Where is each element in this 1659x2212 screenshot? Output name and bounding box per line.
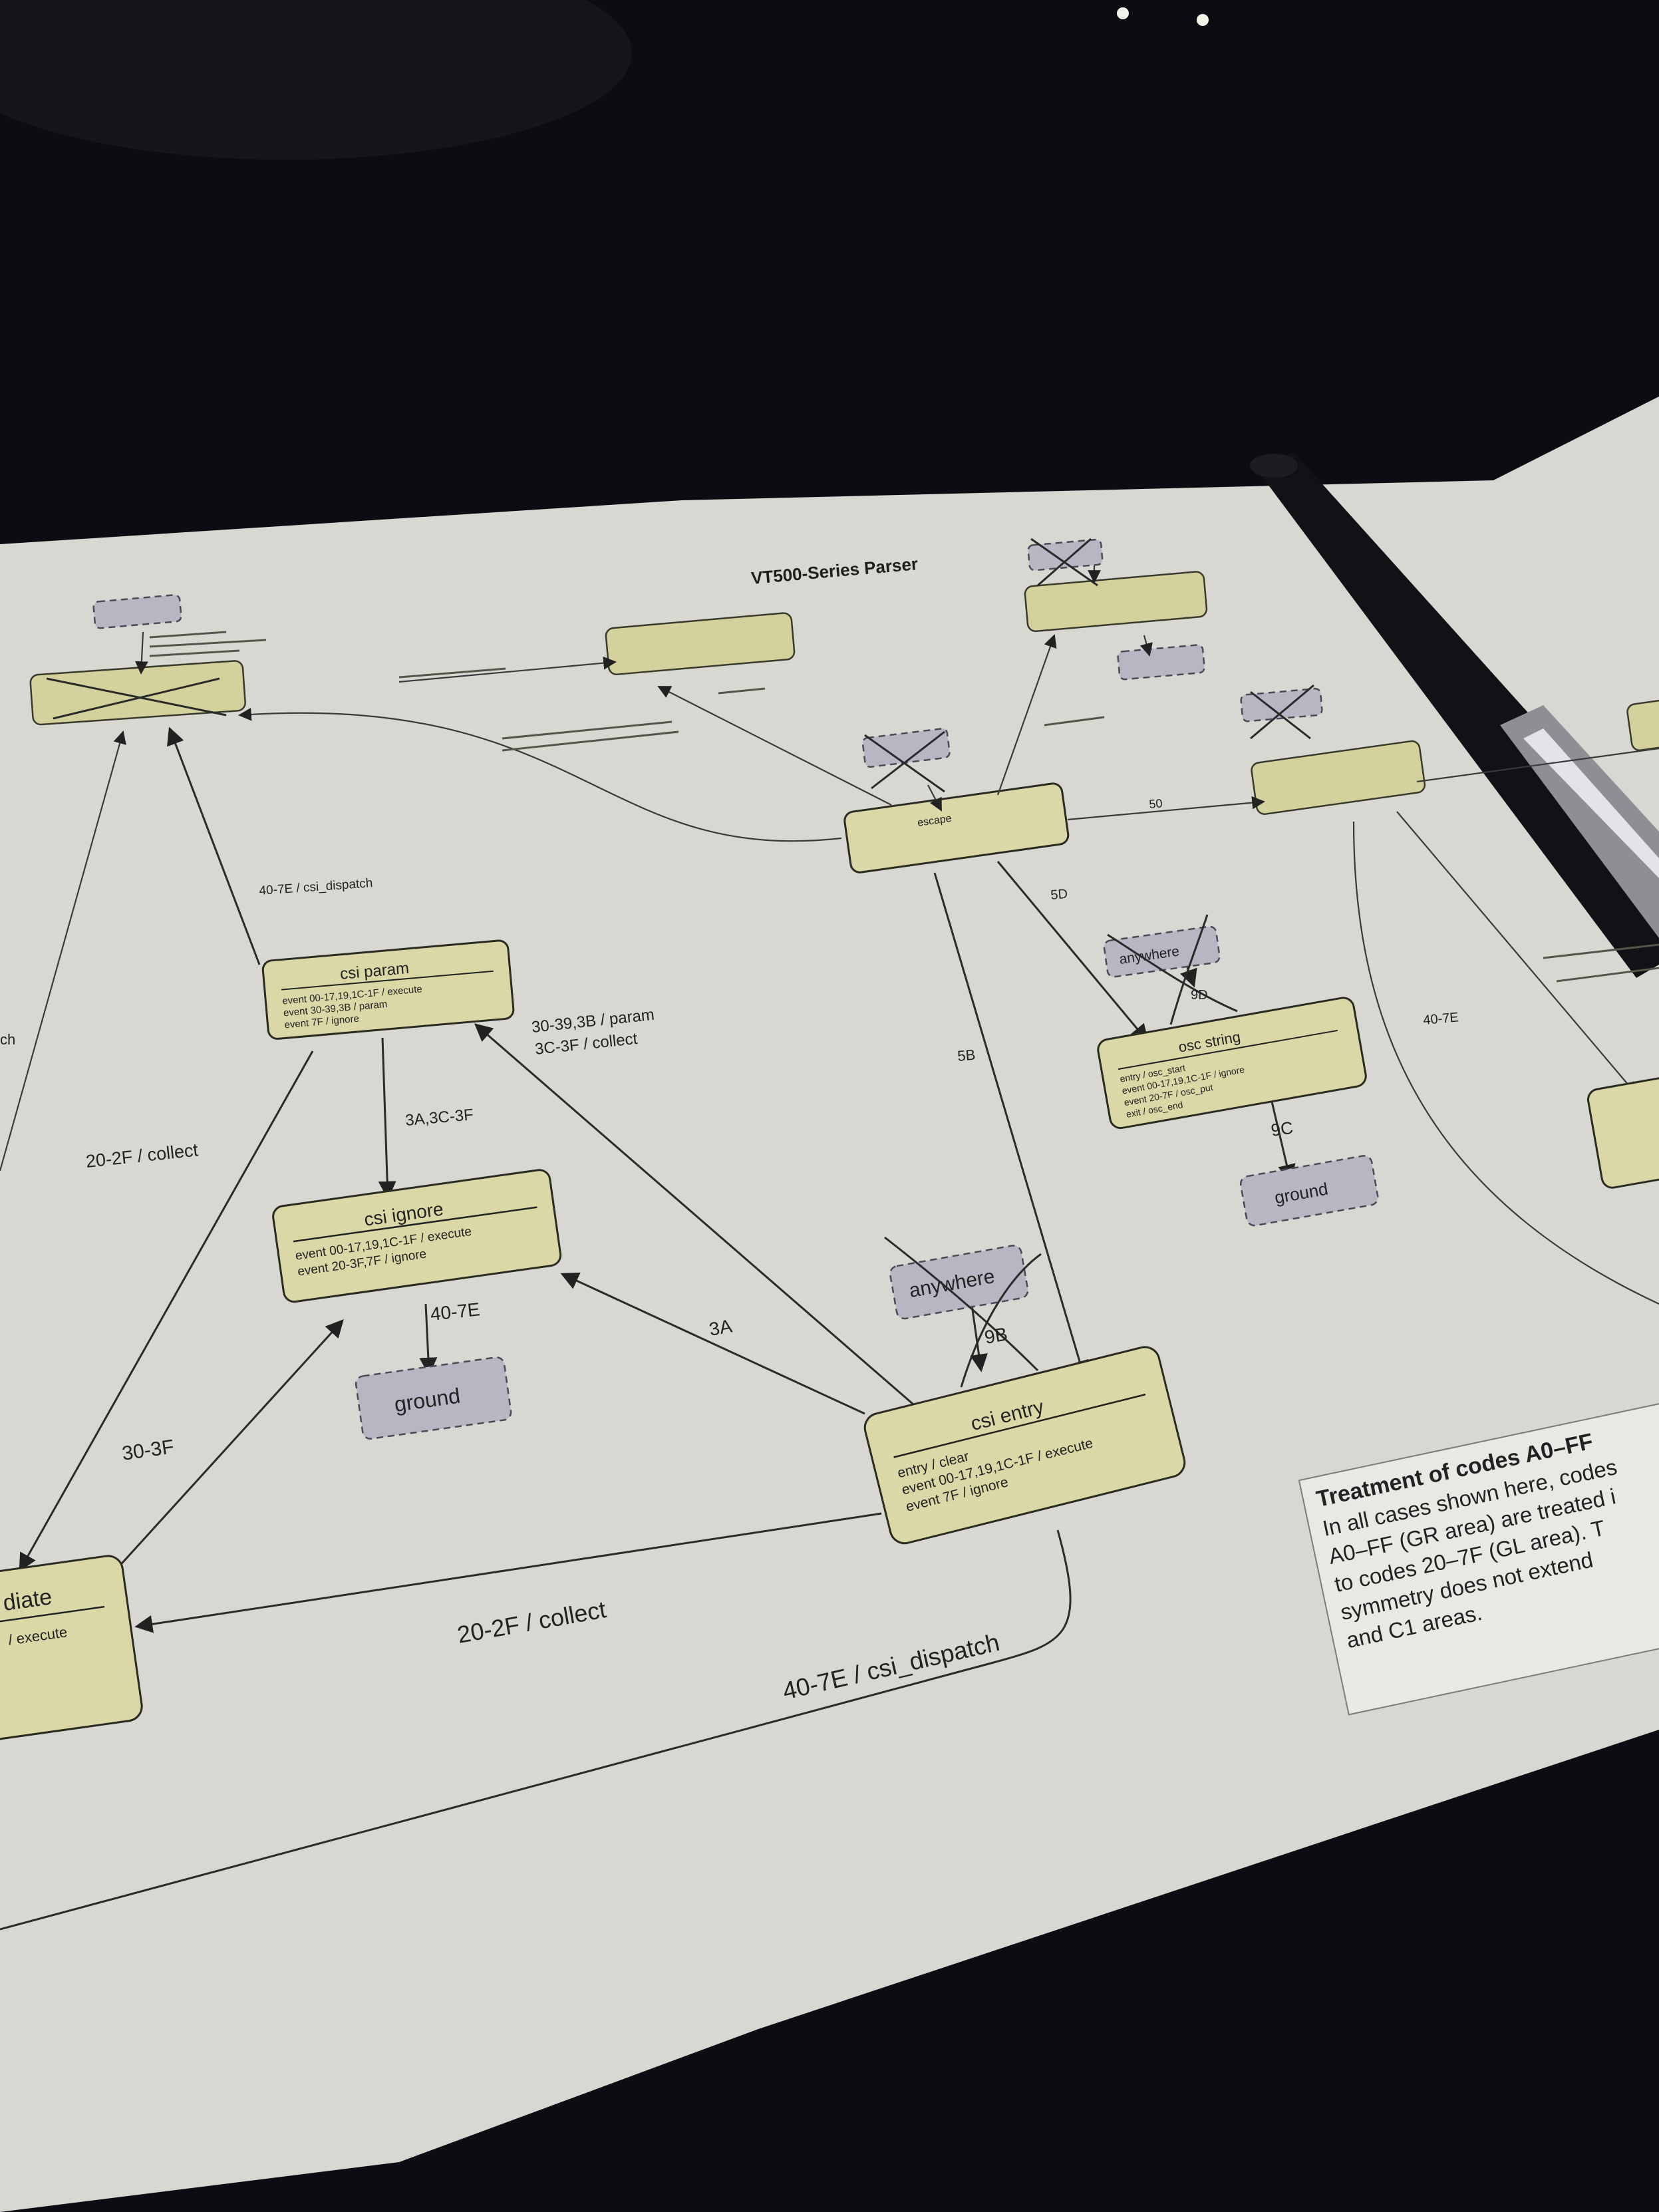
anywhere-node-2: anywhere [889,1245,1029,1320]
state-osc-string: osc string entry / osc_start event 00-17… [1097,997,1367,1130]
right-edge-state [1587,1074,1659,1189]
pen [1250,452,1659,978]
label-50: 50 [1149,796,1163,811]
label-40-7e-right: 40-7E [1423,1010,1459,1028]
edges [0,565,1659,1931]
label-5d: 5D [1050,887,1068,903]
top-boxes [29,538,1426,815]
label-3a: 3A [708,1315,734,1340]
note-panel: Treatment of codes A0–FF In all cases sh… [1298,1382,1659,1716]
label-5b: 5B [957,1046,976,1064]
edge-label-9b: 9B [983,1323,1009,1347]
ground-node-1: ground [355,1356,512,1440]
state-csi-entry: csi entry entry / clear event 00-17,19,1… [863,1346,1186,1545]
state-csi-ignore: csi ignore event 00-17,19,1C-1F / execut… [272,1169,562,1303]
cross-out-2 [884,1236,1042,1388]
state-csi-intermediate: diate / execute [0,1555,143,1741]
state-escape: escape [843,782,1070,873]
small-faded-labels [149,631,1659,983]
state-csi-param: csi param event 00-17,19,1C-1F / execute… [261,939,515,1040]
paper-sheet [0,396,1659,2212]
right-top-state [1626,698,1659,752]
edge-label-9d: 9D [1191,988,1208,1003]
label-9c: 9C [1270,1118,1294,1140]
ground-node-2: ground [1239,1155,1379,1227]
label-left-fragment: ch [0,1031,15,1048]
cross-out-1 [1107,914,1238,1025]
